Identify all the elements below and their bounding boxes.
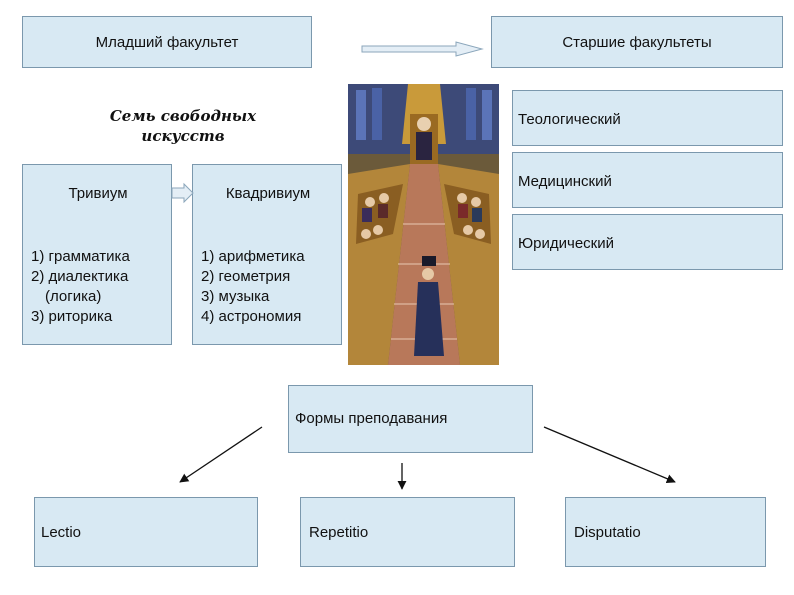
quadrivium-item: 3) музыка [201,288,270,305]
junior-to-senior-arrow [361,41,484,57]
junior-faculty-box: Младший факультет [22,16,312,68]
junior-faculty-label: Младший факультет [95,33,239,51]
senior-faculties-label: Старшие факультеты [562,33,712,51]
form-repetitio-box: Repetitio [300,497,515,567]
faculty-law-box: Юридический [512,214,783,270]
trivium-item: 1) грамматика [31,248,130,265]
form-lectio-box: Lectio [34,497,258,567]
trivium-to-quadrivium-arrow [171,182,194,204]
quadrivium-title: Квадривиум [225,185,311,202]
quadrivium-item: 2) геометрия [201,268,291,285]
quadrivium-item: 1) арифметика [201,248,305,265]
senior-faculties-box: Старшие факультеты [491,16,783,68]
trivium-item: (логика) [45,288,102,305]
arrow-to-lectio [179,426,263,483]
quadrivium-item: 4) астрономия [201,308,302,325]
faculty-medicine-label: Медицинский [518,173,612,190]
faculty-law-label: Юридический [518,235,614,252]
quadrivium-list: 1) арифметика 2) геометрия 3) музыка 4) … [201,247,305,327]
quadrivium-box: Квадривиум 1) арифметика 2) геометрия 3)… [192,164,342,345]
trivium-list: 1) грамматика 2) диалектика (логика) 3) … [31,247,130,327]
form-disputatio-label: Disputatio [574,524,641,541]
form-lectio-label: Lectio [41,524,82,541]
arrow-to-disputatio [543,426,676,484]
faculty-medicine-box: Медицинский [512,152,783,208]
trivium-item: 2) диалектика [31,268,129,285]
faculty-theology-label: Теологический [518,111,621,128]
liberal-arts-title: Семь свободных искусств [109,107,257,145]
form-repetitio-label: Repetitio [309,524,369,541]
lecture-hall-painting [348,84,499,365]
trivium-box: Тривиум 1) грамматика 2) диалектика (лог… [22,164,172,345]
trivium-title: Тривиум [68,185,128,202]
trivium-item: 3) риторика [31,308,113,325]
teaching-forms-label: Формы преподавания [295,410,448,427]
faculty-theology-box: Теологический [512,90,783,146]
teaching-forms-box: Формы преподавания [288,385,533,453]
form-disputatio-box: Disputatio [565,497,766,567]
